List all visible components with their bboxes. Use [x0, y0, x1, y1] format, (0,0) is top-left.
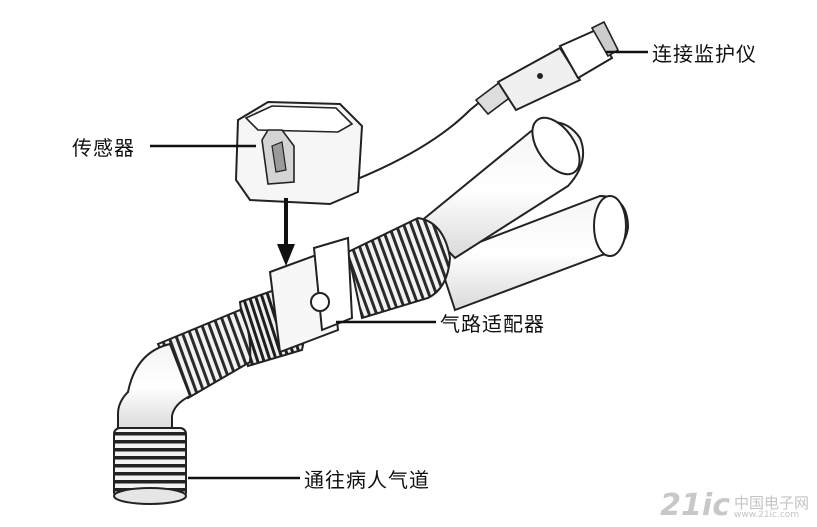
- label-connect-monitor: 连接监护仪: [652, 42, 757, 66]
- corrugated-tube-upper: [346, 216, 452, 320]
- watermark-cn: 中国电子网: [733, 493, 809, 512]
- mounting-arrow: [277, 198, 295, 266]
- patient-tube: [113, 427, 187, 505]
- watermark-url: www.21ic.com: [733, 510, 800, 521]
- label-airway-adapter: 气路适配器: [440, 312, 545, 336]
- label-to-patient-airway: 通往病人气道: [304, 468, 430, 492]
- airway-adapter-body: [268, 236, 354, 354]
- y-piece-upper-branch: [418, 116, 584, 260]
- watermark: 21ic 中国电子网 www.21ic.com: [660, 491, 809, 521]
- elbow-connector: [117, 342, 192, 431]
- y-piece-lower-branch: [436, 194, 630, 312]
- watermark-brand: 21ic: [660, 488, 730, 523]
- sensor-head: [234, 100, 364, 206]
- monitor-connector: [474, 20, 620, 116]
- sensor-cable: [349, 91, 493, 183]
- label-sensor: 传感器: [72, 136, 135, 160]
